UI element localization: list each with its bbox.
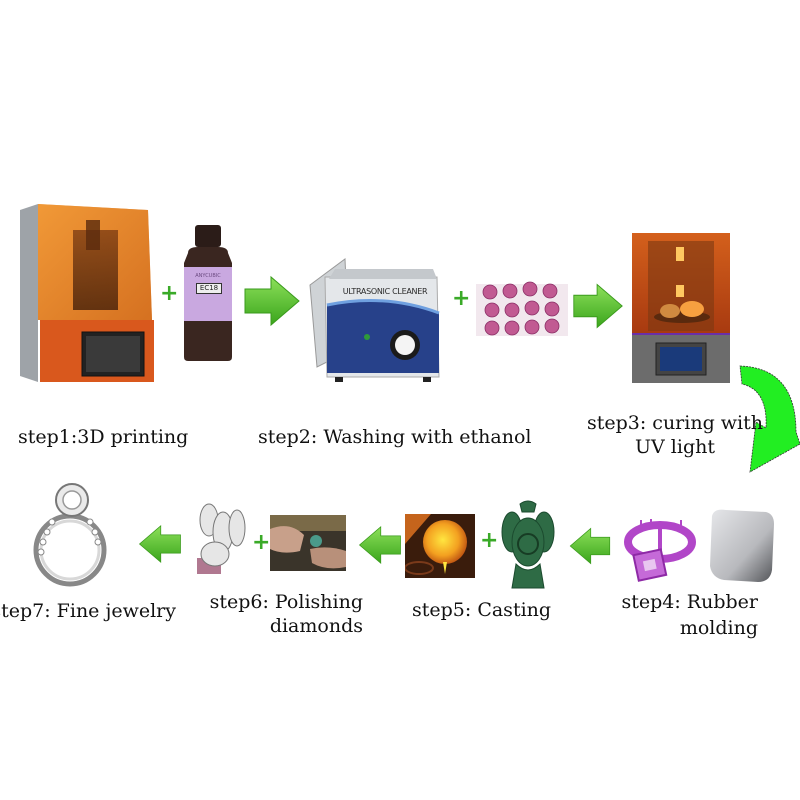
printed-models-image [474, 278, 570, 342]
step6-label-line1: step6: Polishing [209, 591, 363, 613]
hand-polishing-photo [270, 515, 346, 571]
arrow-left-icon [568, 527, 612, 565]
cleaner-label-text: ULTRASONIC CLEANER [342, 287, 428, 296]
plus-icon: + [160, 281, 179, 306]
rubber-mold-block-image [706, 506, 776, 586]
plus-icon: + [480, 528, 499, 553]
arrow-left-icon [138, 524, 182, 564]
resin-bottle-image: ANYCUBIC EC18 [178, 223, 238, 363]
arrow-left-icon [358, 525, 402, 565]
green-wax-tree-image [498, 498, 558, 590]
arrow-right-icon [572, 281, 624, 331]
step5-label: step5: Casting [412, 599, 552, 621]
purple-ring-model-image [622, 518, 700, 588]
curved-arrow-down-icon [738, 362, 800, 474]
dlp-3d-printer-image [18, 200, 158, 385]
step6-label-line2: diamonds [269, 615, 363, 637]
uv-curing-box-image [632, 233, 732, 383]
step1-label: step1:3D printing [18, 426, 189, 448]
step3-label-line1: step3: curing with [586, 412, 763, 434]
ultrasonic-cleaner-image: ULTRASONIC CLEANER [305, 255, 445, 385]
step2-label: step2: Washing with ethanol [258, 426, 532, 448]
resin-code-text: EC18 [196, 283, 222, 294]
step7-label: step7: Fine jewelry [0, 600, 176, 622]
plus-icon: + [252, 530, 271, 555]
molten-metal-pour-image [405, 514, 475, 578]
plus-icon: + [452, 286, 471, 311]
step3-label-line2: UV light [635, 436, 715, 458]
arrow-right-icon [243, 275, 301, 327]
step4-label-line2: molding [679, 617, 758, 639]
diamond-ring-image [28, 478, 112, 590]
silver-casting-image [195, 498, 251, 574]
step4-label-line1: step4: Rubber [621, 591, 758, 613]
resin-brand-text: ANYCUBIC [195, 273, 221, 279]
